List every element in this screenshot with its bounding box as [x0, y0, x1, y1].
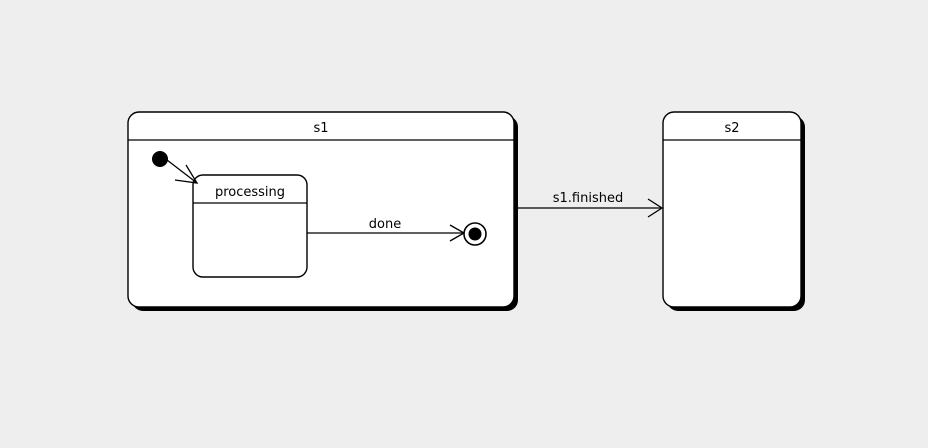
transition-initial-to-processing-arrowhead: [174, 164, 199, 184]
state-s2-title: s2: [724, 121, 739, 136]
state-s1-box[interactable]: [127, 111, 515, 308]
transition-s1-to-s2-arrowhead: [647, 198, 664, 218]
state-processing-title: processing: [215, 185, 285, 200]
transition-initial-to-processing[interactable]: [166, 159, 199, 184]
final-state-inner-dot: [468, 227, 482, 241]
state-processing[interactable]: processing: [192, 174, 308, 278]
transition-s1-to-s2[interactable]: s1.finished: [518, 191, 664, 218]
transition-s1-to-s2-label: s1.finished: [553, 191, 623, 206]
state-s2[interactable]: s2: [662, 111, 805, 311]
transition-initial-to-processing-line[interactable]: [166, 159, 198, 184]
state-processing-box[interactable]: [192, 174, 308, 278]
initial-state-icon[interactable]: [152, 151, 168, 167]
transition-processing-to-final-label: done: [369, 217, 401, 232]
final-state[interactable]: [463, 222, 487, 246]
state-s2-box[interactable]: [662, 111, 802, 308]
state-s1-title: s1: [313, 121, 328, 136]
state-s1[interactable]: s1: [127, 111, 518, 311]
